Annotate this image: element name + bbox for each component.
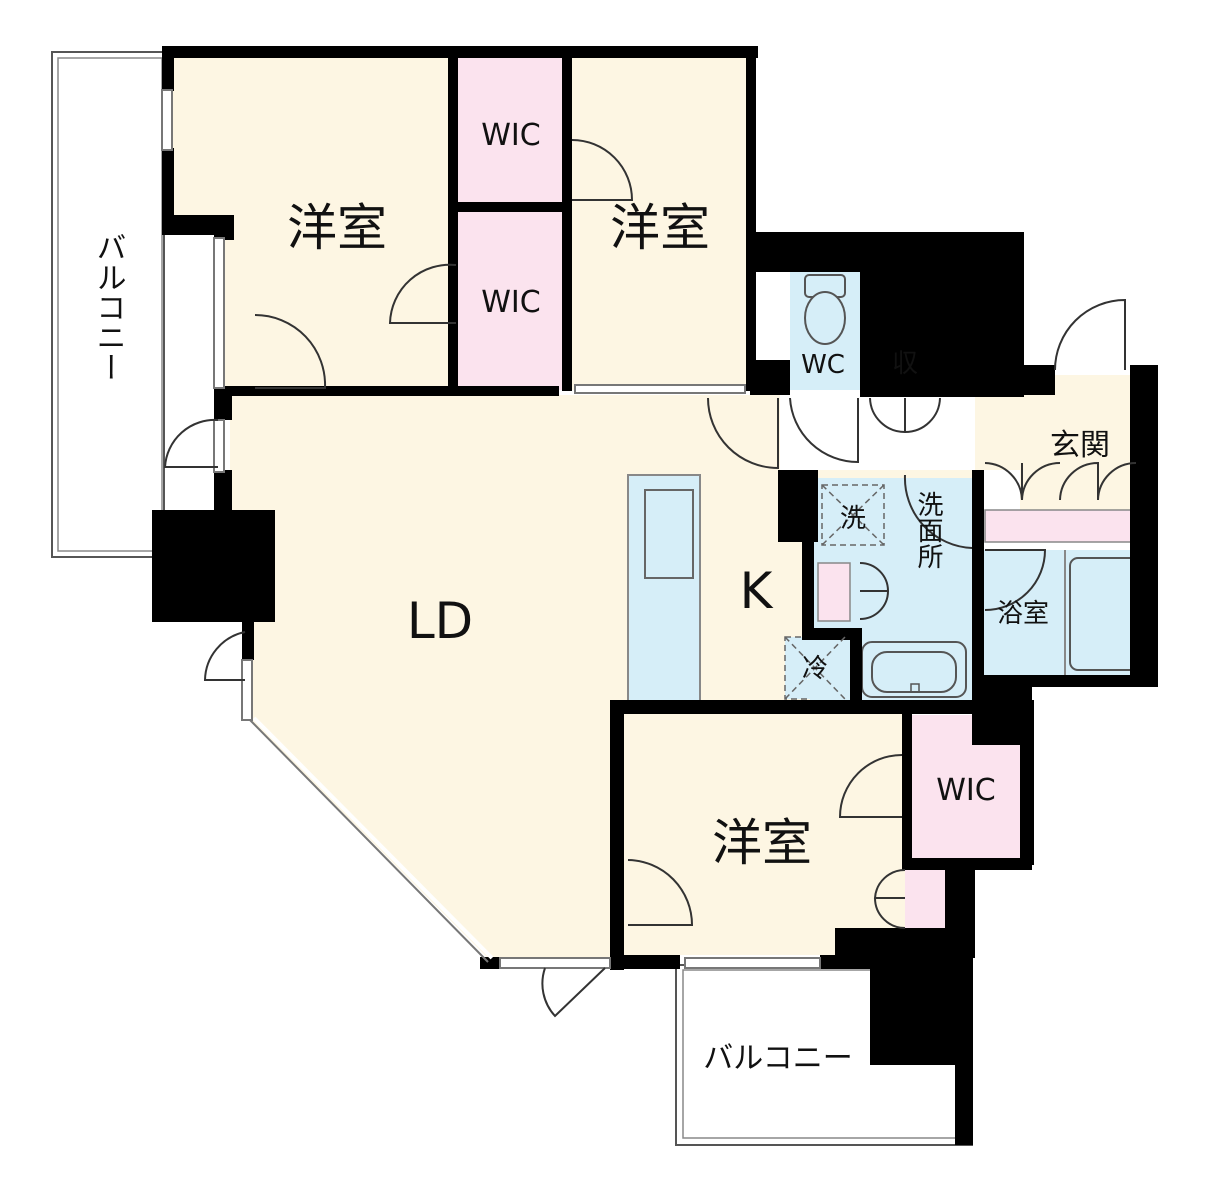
label-wic-3: WIC bbox=[936, 773, 995, 808]
label-western-room-2: 洋室 bbox=[610, 199, 710, 257]
windows bbox=[161, 89, 821, 969]
vanity-drain bbox=[910, 683, 920, 693]
label-laundry: 洗 bbox=[840, 504, 866, 534]
label-wic-1: WIC bbox=[481, 118, 540, 153]
entrance-area bbox=[1020, 375, 1140, 510]
label-balcony-west: バルコニー bbox=[91, 232, 126, 382]
closet-3-area bbox=[905, 868, 950, 928]
label-western-room-3: 洋室 bbox=[712, 814, 812, 872]
label-balcony-south: バルコニー bbox=[703, 1041, 852, 1076]
wic-2-area bbox=[456, 210, 570, 390]
kitchen-closet bbox=[817, 562, 851, 622]
label-entrance: 玄関 bbox=[1050, 428, 1110, 463]
label-wic-2: WIC bbox=[481, 285, 540, 320]
fridge-cross bbox=[784, 636, 846, 700]
doors bbox=[163, 139, 1137, 1018]
label-bathroom: 浴室 bbox=[997, 599, 1049, 629]
label-storage: 収 bbox=[892, 349, 918, 379]
shoe-cabinet bbox=[984, 509, 1138, 543]
label-western-room-1: 洋室 bbox=[287, 199, 387, 257]
diagonal-window-inner bbox=[252, 716, 494, 960]
label-fridge: 冷 bbox=[802, 654, 828, 684]
label-wc: WC bbox=[801, 350, 845, 380]
balcony-west bbox=[51, 51, 165, 558]
diagonal-window bbox=[249, 719, 489, 963]
label-living-dining: LD bbox=[407, 592, 473, 650]
wic-1-area bbox=[456, 55, 570, 205]
label-washroom: 洗面所 bbox=[913, 491, 943, 569]
label-kitchen: K bbox=[740, 562, 774, 620]
walls bbox=[152, 46, 1158, 1145]
western-room-2-area bbox=[570, 55, 750, 390]
western-room-3-area bbox=[622, 712, 905, 955]
western-room-1-area bbox=[168, 55, 456, 390]
laundry-cross bbox=[821, 484, 885, 546]
toilet-icon bbox=[804, 274, 846, 345]
sink bbox=[644, 489, 694, 579]
bathtub bbox=[1069, 557, 1139, 671]
